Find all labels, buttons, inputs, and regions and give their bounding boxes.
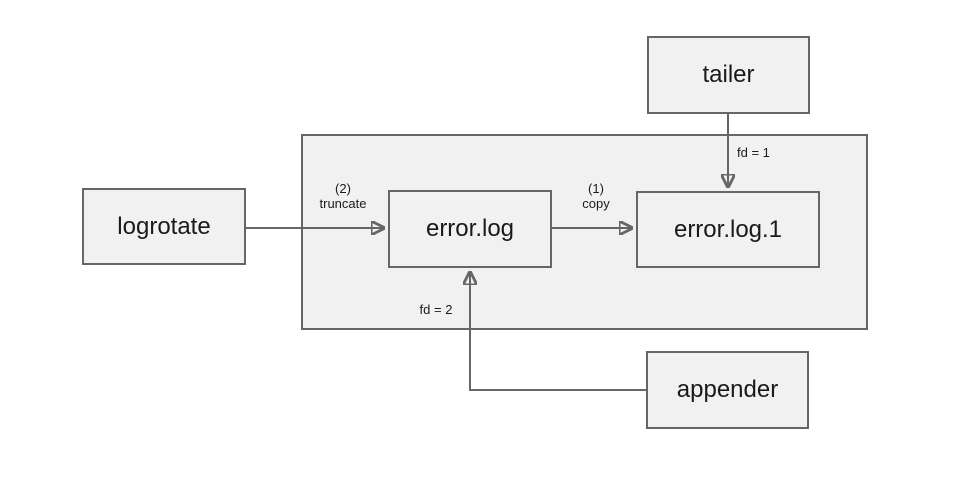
node-error-log-label: error.log xyxy=(425,215,515,242)
node-tailer: tailer xyxy=(647,36,810,114)
edge-label-copy: (1) copy xyxy=(582,181,610,211)
node-tailer-label: tailer xyxy=(702,61,755,88)
edge-label-fd2: fd = 2 xyxy=(419,302,453,317)
node-error-log-1: error.log.1 xyxy=(636,191,820,268)
edge-label-fd1: fd = 1 xyxy=(737,145,770,160)
node-logrotate-label: logrotate xyxy=(117,212,211,240)
node-logrotate: logrotate xyxy=(82,188,246,265)
node-error-log: error.log xyxy=(388,190,552,268)
node-appender-label: appender xyxy=(676,376,779,403)
node-error-log-1-label: error.log.1 xyxy=(673,215,783,243)
node-appender: appender xyxy=(646,351,809,429)
edge-label-truncate: (2) truncate xyxy=(319,181,367,211)
